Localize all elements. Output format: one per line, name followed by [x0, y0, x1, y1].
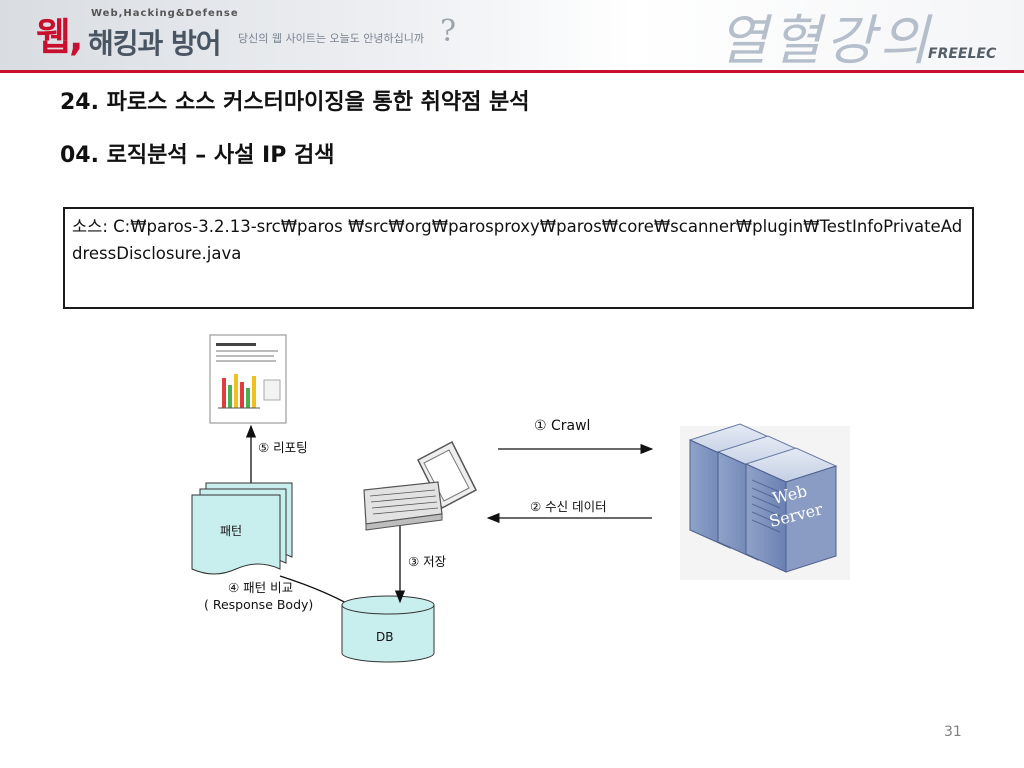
db-node-label: DB	[376, 630, 393, 644]
slide-subtitle: 04. 로직분석 – 사설 IP 검색	[60, 143, 335, 168]
flow-diagram: ⑤ 리포팅 패턴 ④ 패턴 비교 ( Response Body) DB ③ 저…	[191, 334, 850, 663]
calligraphy-logo: 열혈강의	[718, 9, 933, 72]
header-banner: 웹, Web,Hacking&Defense 해킹과 방어 당신의 웹 사이트는…	[0, 0, 1024, 73]
web-server-icon	[680, 423, 850, 580]
slide-title: 24. 파로스 소스 커스터마이징을 통한 취약점 분석	[60, 90, 530, 115]
logo-main-text: 해킹과 방어	[88, 27, 222, 60]
publisher-logo: FREELEC	[928, 46, 997, 62]
tagline-question-mark: ?	[440, 14, 457, 49]
laptop-icon	[363, 440, 477, 531]
report-document-icon	[209, 334, 287, 424]
db-cylinder-icon	[341, 595, 435, 663]
step-report-label: ⑤ 리포팅	[258, 440, 308, 455]
tagline: 당신의 웹 사이트는 오늘도 안녕하십니까	[238, 32, 425, 45]
step-crawl-label: ① Crawl	[534, 418, 590, 434]
step-store-label: ③ 저장	[408, 554, 447, 569]
pattern-node-label: 패턴	[220, 524, 242, 538]
step-compare-sublabel: ( Response Body)	[204, 597, 313, 612]
step-receive-label: ② 수신 데이터	[530, 499, 607, 514]
logo-subtitle: Web,Hacking&Defense	[91, 8, 239, 19]
step-compare-label: ④ 패턴 비교	[228, 580, 293, 595]
source-path-box: 소스: C:₩paros-3.2.13-src₩paros ₩src₩org₩p…	[63, 207, 974, 309]
pattern-documents-icon	[191, 482, 293, 575]
page-number: 31	[944, 724, 962, 740]
logo-web: 웹,	[36, 15, 83, 59]
